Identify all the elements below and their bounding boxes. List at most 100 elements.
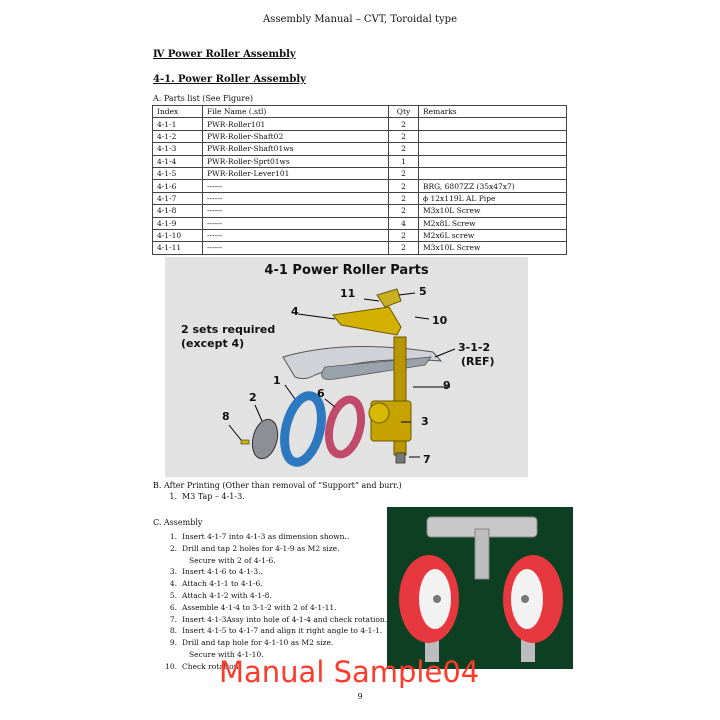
table-cell: PWR-Roller-Lever101: [202, 166, 389, 181]
list-text: Secure with 4-1-10.: [189, 649, 264, 659]
list-item: 8. Insert 4-1-5 to 4-1-7 and align it rig…: [160, 625, 387, 637]
table-cell: M2x8L Screw: [418, 216, 567, 230]
table-cell: [418, 142, 567, 156]
label-3: 3: [421, 415, 429, 428]
table-cell: 2: [388, 191, 419, 206]
table-cell: 4-1-3: [152, 142, 203, 156]
list-item: 9.Drill and tap hole for 4-1-10 as M2 si…: [160, 637, 387, 649]
table-cell: PWR-Roller-Shaft02: [202, 129, 389, 144]
list-item: 6. Assemble 4-1-4 to 3-1-2 with 2 of 4-1-…: [160, 602, 387, 614]
table-cell: BRG, 6807ZZ (35x47x7): [418, 179, 567, 193]
table-header-row: Index File Name (.stl) Qty Remarks: [152, 104, 567, 119]
table-cell: 2: [388, 179, 419, 193]
list-text: Drill and tap hole for 4-1-10 as M2 size…: [182, 638, 334, 648]
table-cell: 1: [388, 154, 419, 168]
label-ref-1: 3-1-2: [458, 341, 491, 354]
table-cell: [418, 117, 567, 131]
table-cell: 4-1-9: [152, 216, 203, 230]
list-item: 1. Insert 4-1-7 into 4-1-3 as dimension s…: [160, 531, 387, 543]
page-header: Assembly Manual – CVT, Toroidal type: [263, 14, 457, 25]
list-text: Insert 4-1-7 into 4-1-3 as dimension sho…: [182, 532, 350, 541]
table-cell: 2: [388, 241, 419, 255]
list-number: 3.: [169, 567, 177, 577]
label-6: 6: [317, 387, 325, 400]
list-number: 2.: [169, 543, 177, 553]
assembly-photo: [387, 507, 573, 669]
table-cell: ------: [202, 204, 389, 218]
label-2: 2: [249, 391, 257, 404]
table-cell: 4-1-2: [152, 129, 203, 144]
list-item-continuation: Secure with 2 of 4-1-6.: [160, 555, 387, 567]
table-cell: 4: [388, 216, 419, 230]
list-text: Check rotation.: [182, 661, 241, 671]
list-item: 5.Attach 4-1-2 with 4-1-8.: [160, 590, 387, 602]
list-text: Insert 4-1-6 to 4-1-3..: [182, 567, 263, 577]
lever-tip-shape: [376, 288, 402, 308]
table-cell: 2: [388, 204, 419, 218]
photo-roller-right-hub: [521, 595, 529, 603]
column-header: File Name (.stl): [202, 104, 389, 119]
table-cell: 4-1-7: [152, 191, 203, 206]
table-cell: 2: [388, 142, 419, 156]
bearing-shape: [324, 395, 366, 459]
photo-illustration: [399, 516, 563, 662]
label-11: 11: [340, 287, 356, 300]
list-number: 10.: [165, 661, 177, 671]
figure-note-line2: (except 4): [181, 337, 245, 350]
list-text: Assemble 4-1-4 to 3-1-2 with 2 of 4-1-11…: [182, 602, 337, 612]
table-cell: 2: [388, 166, 419, 181]
label-8: 8: [222, 410, 230, 423]
lever-shape: [332, 306, 402, 336]
photo-shaft-center: [474, 528, 490, 580]
section-title: Ⅳ Power Roller Assembly: [153, 49, 296, 60]
figure-note-line1: 2 sets required: [181, 323, 276, 336]
table-cell: 4-1-8: [152, 204, 203, 218]
table-cell: 4-1-10: [152, 228, 203, 243]
list-number: 6.: [169, 602, 177, 612]
subsection-title: 4-1. Power Roller Assembly: [153, 74, 306, 85]
list-item: 4.Attach 4-1-1 to 4-1-6.: [160, 578, 387, 590]
label-4: 4: [291, 305, 299, 318]
label-5: 5: [419, 285, 427, 298]
screw-shape: [240, 439, 250, 445]
list-text: Insert 4-1-5 to 4-1-7 and align it right…: [182, 626, 383, 636]
table-cell: ------: [202, 216, 389, 230]
page-number: 9: [357, 692, 363, 701]
table-cell: M2x6L screw: [418, 228, 567, 243]
shaft-hub-shape: [368, 402, 390, 424]
table-cell: 4-1-4: [152, 154, 203, 168]
label-7: 7: [423, 453, 431, 466]
list-number: 1.: [169, 532, 177, 541]
table-cell: 4-1-1: [152, 117, 203, 131]
figure-title: 4-1 Power Roller Parts: [264, 263, 429, 278]
label-ref-2: (REF): [461, 355, 495, 368]
table-cell: 2: [388, 228, 419, 243]
table-cell: [418, 129, 567, 144]
table-cell: [418, 166, 567, 181]
table-cell: PWR-Roller-Shaft01ws: [202, 142, 389, 156]
list-item: 10. Check rotation.: [160, 661, 387, 673]
list-text: Insert 4-1-3Assy into hole of 4-1-4 and …: [182, 614, 388, 624]
parts-illustration: [228, 288, 456, 467]
list-number: 4.: [169, 579, 177, 589]
table-cell: 4-1-6: [152, 179, 203, 193]
table-cell: M3x10L Screw: [418, 204, 567, 218]
label-10: 10: [432, 314, 448, 327]
table-cell: ------: [202, 179, 389, 193]
list-number: 1.: [169, 492, 177, 501]
list-number: 7.: [169, 614, 177, 624]
list-item-continuation: Secure with 4-1-10.: [160, 649, 387, 661]
list-number: 8.: [169, 626, 177, 636]
table-cell: [418, 154, 567, 168]
table-cell: 2: [388, 117, 419, 131]
label-1: 1: [273, 374, 281, 387]
